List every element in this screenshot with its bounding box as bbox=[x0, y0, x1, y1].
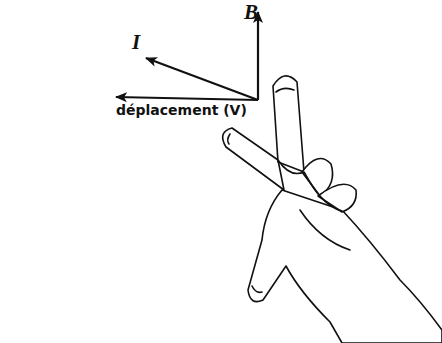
vector-arrows bbox=[116, 12, 258, 100]
displacement-label: déplacement (V) bbox=[116, 102, 247, 118]
b-arrow bbox=[257, 12, 259, 100]
v-arrow bbox=[116, 97, 258, 100]
i-arrow bbox=[146, 58, 258, 100]
hand-drawing bbox=[223, 76, 442, 343]
b-label: B bbox=[244, 0, 258, 25]
i-label: I bbox=[132, 30, 140, 55]
